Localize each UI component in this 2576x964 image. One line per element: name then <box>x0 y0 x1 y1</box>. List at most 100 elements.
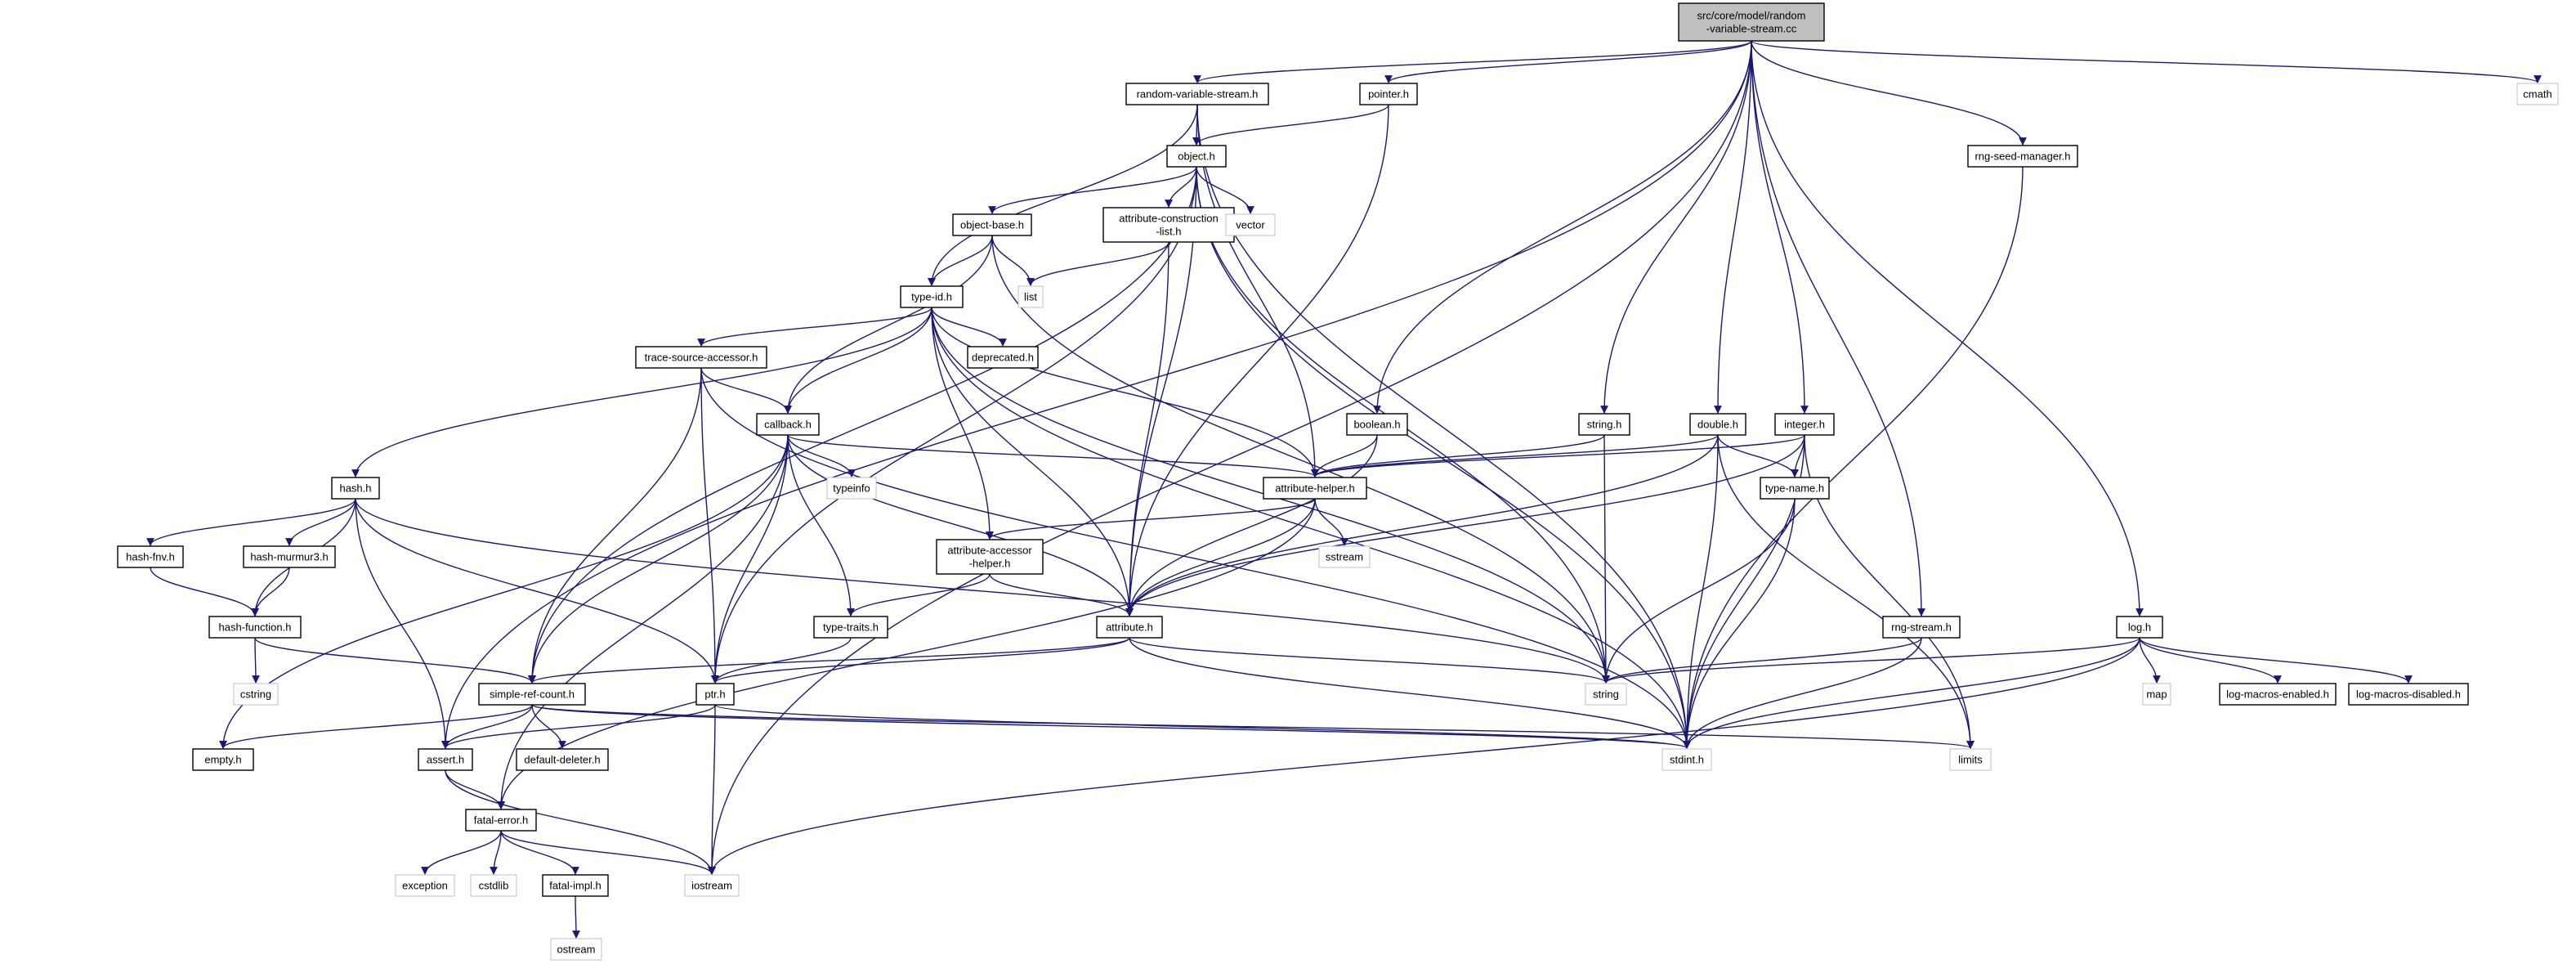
node-box <box>1967 145 2078 168</box>
node-label: integer.h <box>1784 419 1825 431</box>
node-type-name-h[interactable]: type-name.h <box>1760 477 1830 500</box>
edge-double_h-to-limits <box>1717 434 1974 749</box>
edge-type_traits_h-to-ptr_h <box>711 637 852 684</box>
node-box <box>2116 616 2163 639</box>
node-label: map <box>2146 688 2167 701</box>
node-root[interactable]: src/core/model/random-variable-stream.cc <box>1678 2 1825 42</box>
node-box <box>2516 83 2559 105</box>
node-box <box>1689 413 1746 436</box>
node-object-h[interactable]: object.h <box>1166 145 1227 168</box>
edge-type_name_h-to-stdint_h <box>1683 498 1796 749</box>
node-label: log-macros-disabled.h <box>2356 688 2461 701</box>
node-box <box>2219 683 2337 706</box>
node-box <box>117 545 184 568</box>
node-log-h[interactable]: log.h <box>2116 616 2163 639</box>
node-ostream: ostream <box>550 938 602 961</box>
node-pointer-h[interactable]: pointer.h <box>1359 83 1418 105</box>
edge-hash_function_h-to-src_h <box>254 637 536 684</box>
edge-log_h-to-lmd_h <box>2139 637 2413 684</box>
node-default-deleter-h[interactable]: default-deleter.h <box>516 748 609 771</box>
node-tsa-h[interactable]: trace-source-accessor.h <box>635 346 767 369</box>
node-box <box>550 938 602 961</box>
edge-callback_h-to-src_h <box>528 434 789 684</box>
node-acl-h[interactable]: attribute-construction-list.h <box>1102 207 1235 243</box>
node-box <box>756 413 820 436</box>
node-assert-h[interactable]: assert.h <box>418 748 473 771</box>
node-box <box>1882 616 1961 639</box>
edge-rvs_h-to-attr_helper_h <box>1196 104 1319 478</box>
edge-ptr_h-to-iostream <box>708 704 716 875</box>
node-label: assert.h <box>427 754 464 766</box>
node-callback-h[interactable]: callback.h <box>756 413 820 436</box>
edge-double_h-to-attr_helper_h <box>1311 434 1719 478</box>
edge-root-to-boolean_h <box>1373 40 1752 414</box>
node-fatal-impl-h[interactable]: fatal-impl.h <box>542 874 609 897</box>
node-hash-fnv-h[interactable]: hash-fnv.h <box>117 545 184 568</box>
node-box <box>470 874 517 897</box>
node-aah-h[interactable]: attribute-accessor-helper.h <box>936 539 1044 575</box>
node-box <box>243 545 336 568</box>
node-box <box>684 874 740 897</box>
edge-assert_h-to-iostream <box>445 769 716 875</box>
node-empty-h[interactable]: empty.h <box>192 748 254 771</box>
node-type-id-h[interactable]: type-id.h <box>900 285 964 308</box>
node-box <box>2348 683 2469 706</box>
node-iostream: iostream <box>684 874 740 897</box>
node-type-traits-h[interactable]: type-traits.h <box>813 616 888 639</box>
edge-rngsm_h-to-stdint_h <box>1683 166 2024 749</box>
edge-root-to-iostream <box>708 40 1752 875</box>
edge-type_id_h-to-hash_h <box>351 307 932 478</box>
node-label: cstdlib <box>479 880 509 892</box>
node-label: src/core/model/random <box>1697 10 1806 22</box>
node-lmd-h[interactable]: log-macros-disabled.h <box>2348 683 2469 706</box>
node-rng-stream-h[interactable]: rng-stream.h <box>1882 616 1961 639</box>
node-label: ostream <box>557 944 596 956</box>
edge-string_h-to-string <box>1602 434 1610 684</box>
node-label: callback.h <box>764 419 812 431</box>
node-box <box>1949 748 1992 771</box>
edge-callback_h-to-attr_helper_h <box>787 434 1319 478</box>
node-label: limits <box>1958 754 1983 766</box>
node-src-h[interactable]: simple-ref-count.h <box>478 683 586 706</box>
node-label: attribute-helper.h <box>1275 482 1355 495</box>
edge-attribute_h-to-src_h <box>528 637 1130 684</box>
edge-root-to-rvs_h <box>1193 40 1752 83</box>
edge-type_id_h-to-attribute_h <box>931 307 1134 617</box>
node-box <box>395 874 455 897</box>
edge-rng_stream_h-to-string <box>1602 637 1922 684</box>
node-integer-h[interactable]: integer.h <box>1774 413 1835 436</box>
node-attribute-h[interactable]: attribute.h <box>1096 616 1163 639</box>
edge-attr_helper_h-to-attribute_h <box>1125 498 1316 617</box>
node-rngsm-h[interactable]: rng-seed-manager.h <box>1967 145 2078 168</box>
edge-fatal_impl_h-to-ostream <box>572 895 580 939</box>
node-label: empty.h <box>204 754 241 766</box>
node-deprecated-h[interactable]: deprecated.h <box>967 346 1039 369</box>
node-label: trace-source-accessor.h <box>645 352 758 364</box>
edge-rng_stream_h-to-stdint_h <box>1683 637 1922 749</box>
node-ptr-h[interactable]: ptr.h <box>695 683 735 706</box>
node-label: -helper.h <box>969 558 1011 570</box>
node-hash-murmur3-h[interactable]: hash-murmur3.h <box>243 545 336 568</box>
edge-object_base_h-to-string <box>991 235 1610 684</box>
node-label: type-name.h <box>1765 482 1824 495</box>
node-attr-helper-h[interactable]: attribute-helper.h <box>1263 477 1367 500</box>
node-box <box>208 616 302 639</box>
node-fatal-error-h[interactable]: fatal-error.h <box>465 809 537 832</box>
node-hash-function-h[interactable]: hash-function.h <box>208 616 302 639</box>
node-string: string <box>1585 683 1627 706</box>
node-rvs-h[interactable]: random-variable-stream.h <box>1125 83 1269 105</box>
node-boolean-h[interactable]: boolean.h <box>1346 413 1408 436</box>
node-label: hash-function.h <box>219 621 292 634</box>
node-lme-h[interactable]: log-macros-enabled.h <box>2219 683 2337 706</box>
node-label: random-variable-stream.h <box>1137 88 1259 101</box>
node-string-h[interactable]: string.h <box>1578 413 1630 436</box>
node-object-base-h[interactable]: object-base.h <box>952 213 1032 236</box>
node-box <box>695 683 735 706</box>
node-label: fatal-impl.h <box>549 880 602 892</box>
node-double-h[interactable]: double.h <box>1689 413 1746 436</box>
node-typeinfo: typeinfo <box>826 477 877 500</box>
node-exception: exception <box>395 874 455 897</box>
edge-tsa_h-to-ptr_h <box>700 367 719 684</box>
edge-attr_helper_h-to-aah_h <box>986 498 1316 540</box>
node-hash-h[interactable]: hash.h <box>331 477 380 500</box>
